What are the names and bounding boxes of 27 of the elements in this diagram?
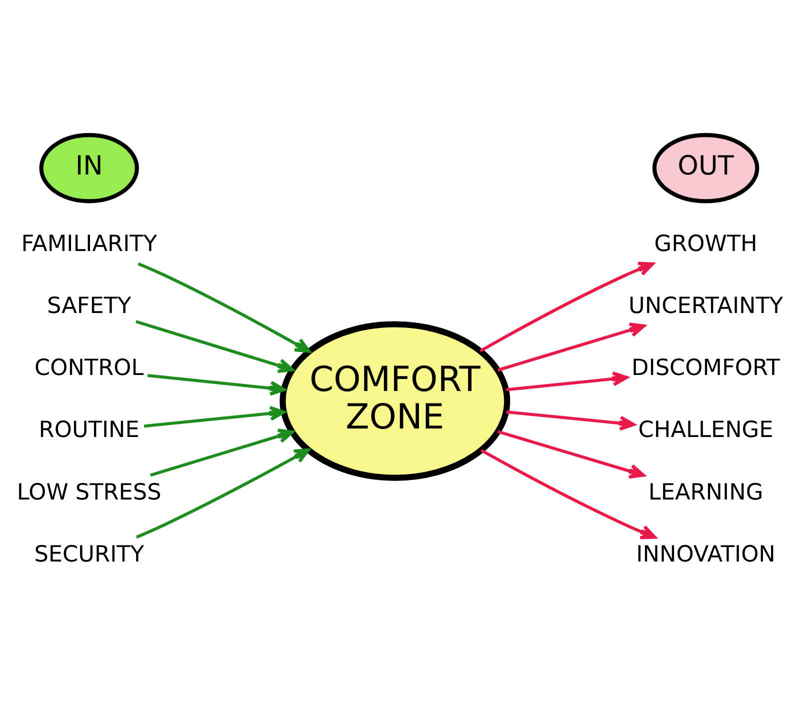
arrow xyxy=(497,430,645,478)
arrow xyxy=(136,448,310,538)
node-text: GROWTH xyxy=(654,230,758,257)
arrow xyxy=(144,405,286,428)
node-ellipse: OUT xyxy=(652,132,760,203)
node-text: FAMILIARITY xyxy=(21,230,158,257)
arrow xyxy=(497,322,646,372)
node-ellipse: COMFORT ZONE xyxy=(280,320,510,480)
arrow xyxy=(150,428,294,476)
arrow xyxy=(136,320,294,373)
arrow xyxy=(506,370,628,391)
node-text: ROUTINE xyxy=(38,416,140,443)
arrow xyxy=(480,448,656,539)
node-ellipse: IN xyxy=(39,132,139,203)
node-text: SECURITY xyxy=(34,540,144,567)
node-text: DISCOMFORT xyxy=(632,354,780,381)
node-text: CHALLENGE xyxy=(638,416,774,443)
node-text: INNOVATION xyxy=(636,540,776,567)
arrow xyxy=(480,261,654,352)
node-text: LOW STRESS xyxy=(16,478,162,505)
arrow xyxy=(506,410,636,430)
node-text: UNCERTAINTY xyxy=(628,292,784,319)
node-text: SAFETY xyxy=(47,292,132,319)
arrow xyxy=(147,373,286,396)
arrow xyxy=(138,262,311,352)
node-text: LEARNING xyxy=(648,478,764,505)
node-text: CONTROL xyxy=(34,354,144,381)
